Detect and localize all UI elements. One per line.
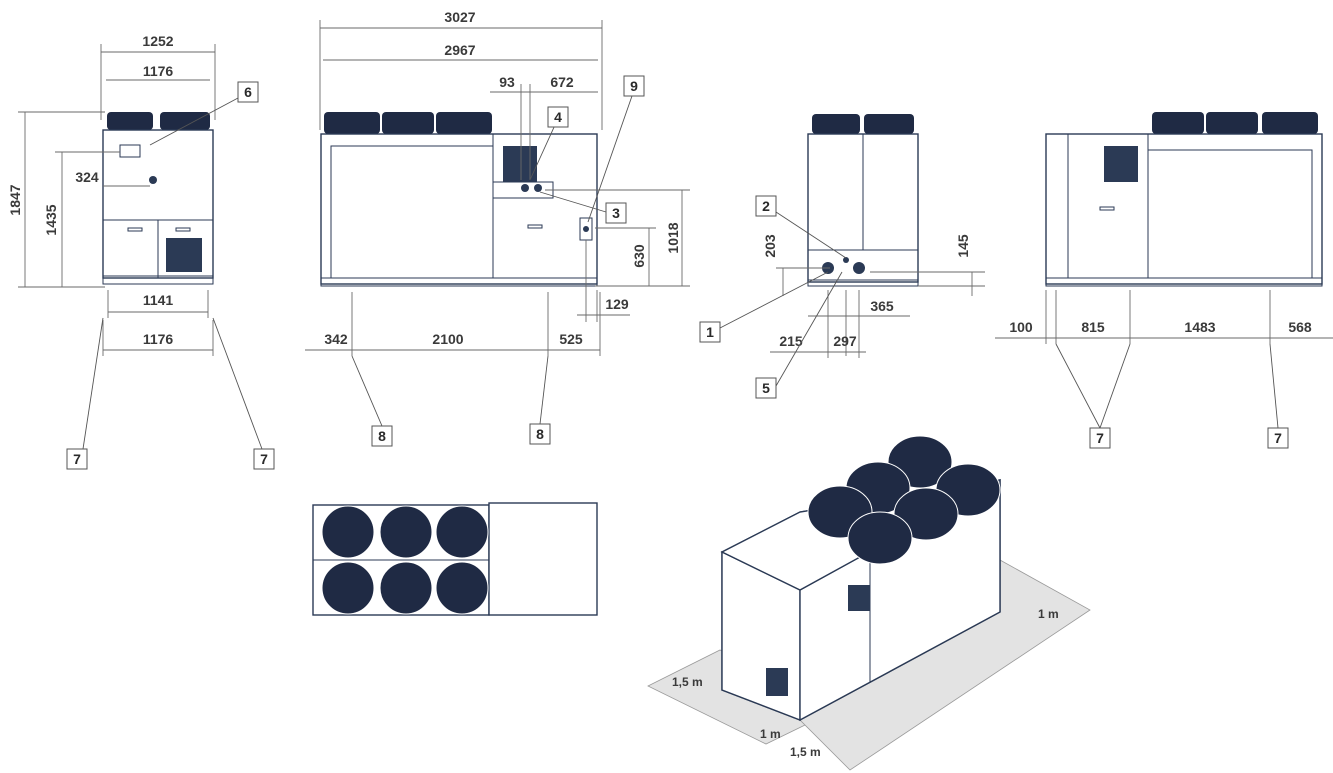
dim-203: 203 [762,234,778,258]
callout-2 [755,195,777,217]
clearance-1m-bottom: 1 m [760,727,781,741]
dim-129: 129 [605,296,629,312]
side-body [320,133,598,285]
grille-icon [848,585,870,611]
fan-icon [847,511,913,565]
callout-9 [623,75,645,97]
dim-2100: 2100 [432,331,463,347]
isometric-view: 1 m 1,5 m 1 m 1,5 m [647,435,1091,771]
dim-1435: 1435 [43,204,59,235]
connection-icon [149,176,157,184]
grille-icon [1104,146,1138,182]
fan-icon [379,561,433,615]
fan-top-icon [107,112,153,130]
callout-6 [237,81,259,103]
grille-icon [166,238,202,272]
callout-7-left [66,448,88,470]
dim-365: 365 [870,298,894,314]
dim-1847: 1847 [7,184,23,215]
fan-top-icon [436,112,492,134]
dim-342: 342 [324,331,348,347]
svg-text:7: 7 [73,451,81,467]
callout-5 [755,377,777,399]
svg-text:5: 5 [762,380,770,396]
side-view: 3027 2967 93 672 1018 630 129 342 2100 5… [305,9,690,447]
dim-93: 93 [499,74,515,90]
svg-text:8: 8 [536,426,544,442]
dim-215: 215 [779,333,803,349]
front-view: 1252 1176 1847 1435 324 1141 1176 6 7 [7,33,275,470]
fan-icon [321,561,375,615]
dim-1141: 1141 [143,292,174,308]
fan-top-icon [1206,112,1258,134]
dim-525: 525 [559,331,583,347]
fan-top-icon [864,114,914,134]
callout-7-single [1267,427,1289,449]
dim-1252: 1252 [142,33,173,49]
grille-icon [766,668,788,696]
callout-8-right [529,423,551,445]
svg-text:3: 3 [612,205,620,221]
dim-2967: 2967 [444,42,475,58]
svg-text:1: 1 [706,324,714,340]
callout-3 [605,202,627,224]
clearance-1-5m-left: 1,5 m [672,675,703,689]
fan-top-icon [1152,112,1204,134]
svg-text:7: 7 [1096,430,1104,446]
switch-icon [583,226,589,232]
svg-text:2: 2 [762,198,770,214]
svg-text:7: 7 [260,451,268,467]
svg-text:4: 4 [554,109,562,125]
callout-7-pair [1089,427,1111,449]
fan-icon [379,505,433,559]
svg-text:8: 8 [378,428,386,444]
dim-672: 672 [550,74,574,90]
dim-100: 100 [1009,319,1033,335]
fan-top-icon [160,112,210,130]
connection-icon [534,184,542,192]
water-outlet-icon [853,262,865,274]
fan-top-icon [382,112,434,134]
callout-8-left [371,425,393,447]
callout-7-right [253,448,275,470]
fan-top-icon [324,112,380,134]
connection-icon [521,184,529,192]
clearance-1-5m-bottom: 1,5 m [790,745,821,759]
dim-1176-bottom: 1176 [143,331,174,347]
rear-side-view: 100 815 1483 568 7 7 [995,112,1333,449]
top-compartment [488,502,598,616]
fan-icon [435,561,489,615]
dim-1176-top: 1176 [143,63,174,79]
dim-324: 324 [75,169,99,185]
clearance-1m-right: 1 m [1038,607,1059,621]
fan-icon [321,505,375,559]
dim-1018: 1018 [665,222,681,253]
dim-815: 815 [1081,319,1105,335]
fan-top-icon [812,114,860,134]
callout-4 [547,106,569,128]
dim-297: 297 [833,333,857,349]
dim-1483: 1483 [1184,319,1215,335]
svg-text:7: 7 [1274,430,1282,446]
connection-icon [843,257,849,263]
callout-1 [699,321,721,343]
back-view: 203 145 365 215 297 2 1 5 [699,114,985,399]
fan-icon [435,505,489,559]
top-view [312,502,598,616]
svg-text:9: 9 [630,78,638,94]
dim-145: 145 [955,234,971,258]
dim-568: 568 [1288,319,1312,335]
svg-text:6: 6 [244,84,252,100]
fan-top-icon [1262,112,1318,134]
dim-3027: 3027 [444,9,475,25]
rear-side-body [1045,133,1323,285]
dim-630: 630 [631,244,647,268]
